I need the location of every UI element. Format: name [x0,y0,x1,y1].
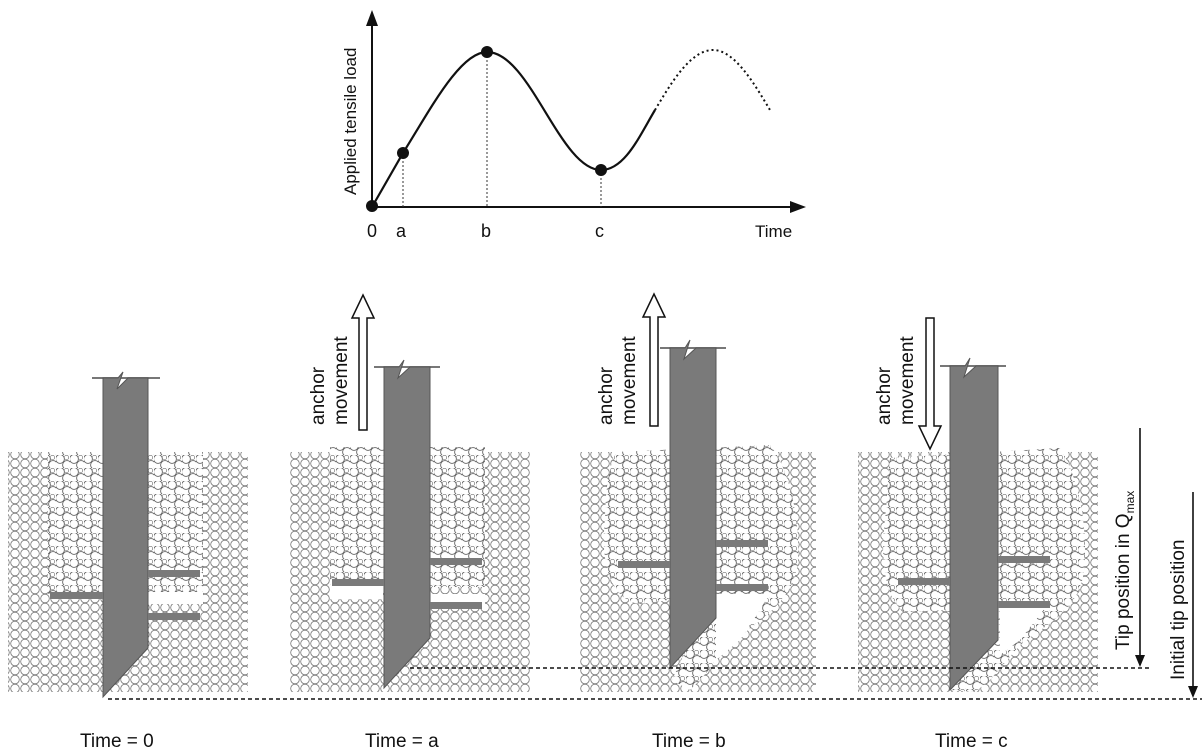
anchor-movement-arrow-up [641,292,667,427]
arrow-label-line2: movement [619,336,640,425]
panel-caption: Time = 0 [80,731,154,752]
anchor-plate-right-upper [716,540,768,547]
arrow-label-line1: anchor [308,366,329,425]
anchor-shaft [949,357,999,692]
initial-tip-label: Initial tip position [1168,540,1189,680]
load-curve-solid [371,50,656,208]
gap-lower [148,592,203,604]
anchor-plate-right-lower [998,601,1050,608]
arrow-label-line2: movement [897,336,918,425]
load-curve-dotted [654,48,771,111]
point-c [595,164,607,176]
panel-time-0: Time = 0 [8,371,248,752]
gap-left [330,585,383,599]
anchor-plate-right-lower [716,584,768,591]
tick-label-a: a [396,221,407,241]
anchor-plate-right-upper [148,570,200,577]
y-axis-arrow [366,10,378,26]
arrow-label-line1: anchor [874,366,895,425]
y-axis-label: Applied tensile load [341,48,360,195]
tick-label-0: 0 [367,221,377,241]
anchor-shaft [102,371,149,699]
tip-qmax-arrowhead [1135,655,1145,667]
panel-time-a: anchor movement Time = a [290,293,530,752]
point-0 [366,200,378,212]
tip-qmax-subscript: max [1123,491,1137,514]
anchor-plate-left [618,561,670,568]
panel-time-b: anchor movement Time = b [580,292,816,752]
tip-qmax-label: Tip position in Qmax [1113,491,1137,650]
initial-tip-arrowhead [1188,686,1198,698]
x-axis-arrow [790,201,806,213]
arrow-label-line1: anchor [596,366,617,425]
gap-wedge [1000,608,1045,655]
anchor-movement-arrow-up [350,293,376,431]
anchor-movement-arrow-down [917,317,943,451]
anchor-plate-right-lower [430,602,482,609]
panel-time-c: anchor movement Time = c [858,317,1098,752]
tick-label-c: c [595,221,604,241]
panel-caption: Time = b [652,731,726,752]
anchor-shaft [669,339,717,670]
gap-wedge [716,594,770,660]
point-a [397,147,409,159]
point-b [481,46,493,58]
anchor-plate-left [332,579,384,586]
x-axis-label: Time [755,222,792,241]
anchor-shaft [383,359,431,690]
panel-caption: Time = c [935,731,1008,752]
anchor-plate-right-upper [998,556,1050,563]
tick-label-b: b [481,221,491,241]
anchor-plate-right-upper [430,558,482,565]
anchor-plate-right-lower [148,613,200,620]
arrow-label-line2: movement [331,336,352,425]
anchor-plate-left [898,578,950,585]
panel-caption: Time = a [365,731,439,752]
anchor-plate-left [50,592,103,599]
load-time-graph: Applied tensile load 0 a b c Time [341,10,806,241]
